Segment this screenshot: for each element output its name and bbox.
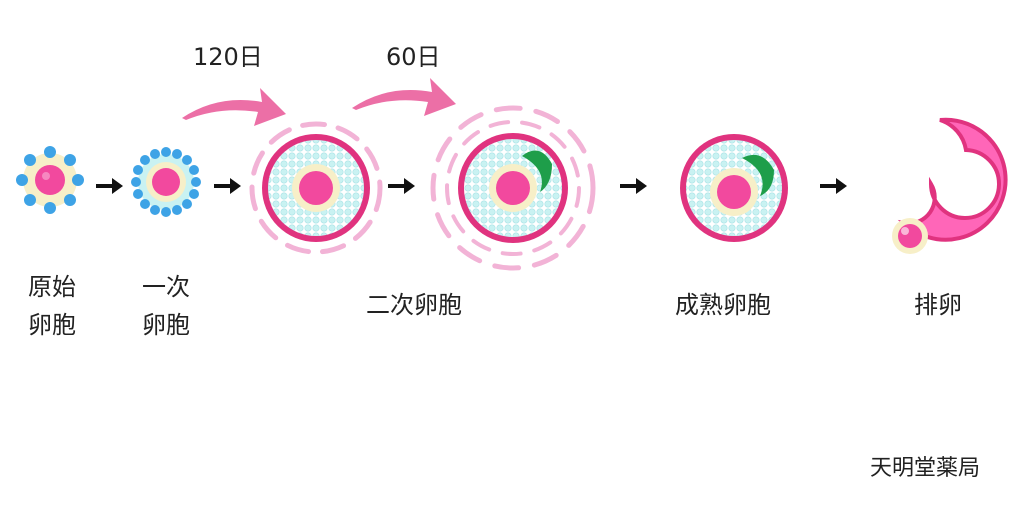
duration-arrow (352, 78, 456, 116)
theca-cells (16, 146, 84, 214)
duration-label-60: 60日 (386, 43, 441, 71)
step-arrow (96, 178, 123, 194)
oocyte (299, 171, 333, 205)
primary-follicle (131, 147, 201, 217)
oocyte (496, 171, 530, 205)
theca-cells (131, 147, 201, 217)
secondary-follicle-late (430, 105, 596, 271)
secondary-follicle-early (249, 121, 383, 255)
credit-label: 天明堂薬局 (870, 456, 981, 481)
stage-label-primordial: 原始 卵胞 (28, 268, 108, 344)
antrum (742, 154, 774, 196)
primordial-follicle (16, 146, 84, 214)
oocyte (152, 168, 180, 196)
stage-label-line: 卵胞 (142, 311, 190, 339)
ovulation (892, 117, 1008, 254)
stage-label-line: 卵胞 (28, 311, 76, 339)
antrum (522, 150, 552, 192)
step-arrow (620, 178, 647, 194)
stage-label-line: 一次 (142, 273, 190, 301)
step-arrow (214, 178, 241, 194)
stage-label-mature: 成熟卵胞 (675, 291, 771, 319)
released-oocyte (898, 224, 922, 248)
stage-label-primary: 一次 卵胞 (142, 268, 222, 344)
step-arrow (388, 178, 415, 194)
step-arrow (820, 178, 847, 194)
stage-label-line: 原始 (28, 273, 76, 301)
mature-follicle (680, 134, 788, 242)
stage-label-ovulation: 排卵 (914, 291, 962, 319)
oocyte (717, 175, 751, 209)
duration-label-120: 120日 (193, 43, 263, 71)
oocyte (35, 165, 65, 195)
duration-arrow (182, 88, 286, 126)
ruptured-follicle (897, 117, 1008, 242)
stage-label-secondary: 二次卵胞 (366, 291, 462, 319)
